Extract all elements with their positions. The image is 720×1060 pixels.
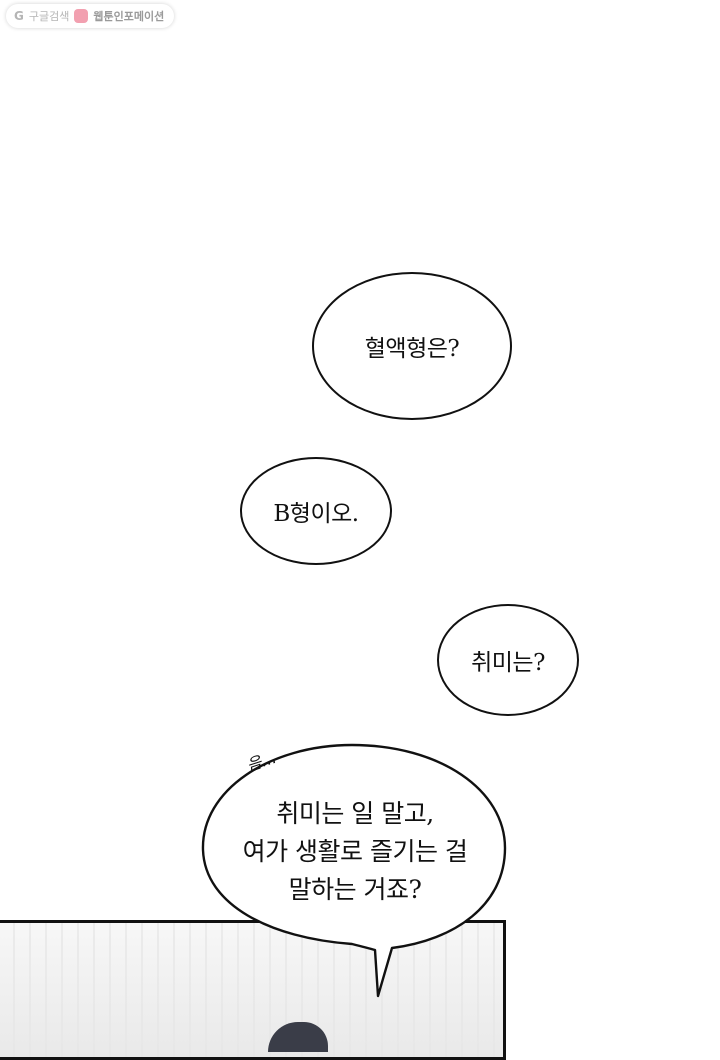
bubble-text: B형이오. bbox=[273, 501, 359, 527]
bubble-line: 여가 생활로 즐기는 걸 bbox=[242, 837, 468, 866]
bubble-line: 말하는 거죠? bbox=[288, 875, 422, 904]
bubble-text: 혈액형은? bbox=[364, 336, 460, 362]
speech-bubble-hobby-reply: 취미는 일 말고, 여가 생활로 즐기는 걸 말하는 거죠? bbox=[210, 795, 500, 909]
watermark-badge: G 구글검색 웹툰인포메이션 bbox=[6, 4, 175, 28]
google-icon: G bbox=[14, 9, 24, 23]
speech-bubble-hobby-question: 취미는? bbox=[437, 604, 579, 716]
bubble-line: 취미는 일 말고, bbox=[276, 799, 434, 828]
speech-bubble-blood-type-answer: B형이오. bbox=[240, 457, 392, 565]
watermark-site-name: 웹툰인포메이션 bbox=[93, 10, 165, 23]
site-logo-icon bbox=[74, 9, 89, 23]
speech-bubble-blood-type-question: 혈액형은? bbox=[312, 272, 512, 420]
bubble-text: 취미는? bbox=[471, 650, 545, 676]
sound-effect-text: 음... bbox=[244, 747, 279, 776]
watermark-search-label: 구글검색 bbox=[28, 10, 70, 23]
comic-panel bbox=[0, 920, 506, 1060]
